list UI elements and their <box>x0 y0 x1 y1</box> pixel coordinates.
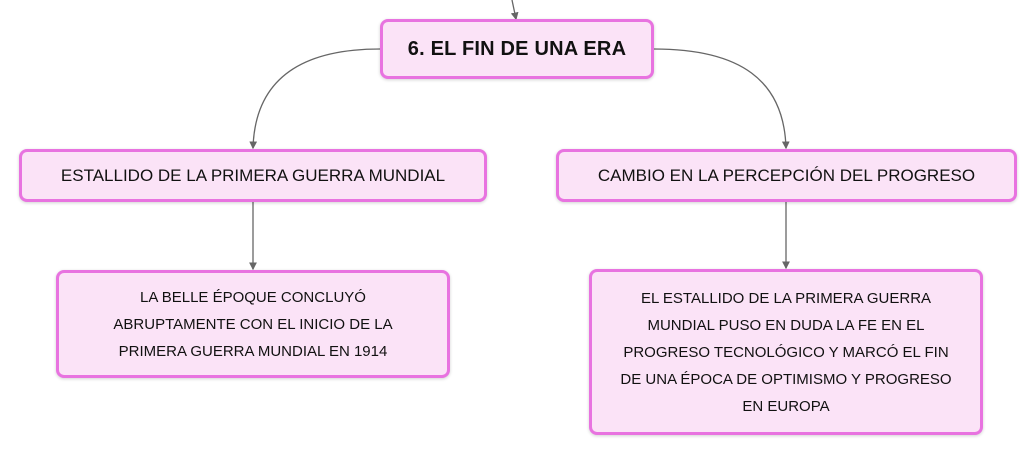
root-to-right-branch-connector <box>653 48 790 150</box>
root-to-left-branch-connector <box>249 48 381 150</box>
root-topic-label: 6. EL FIN DE UNA ERA <box>407 37 627 60</box>
leaf-node-faith-in-progress[interactable]: EL ESTALLIDO DE LA PRIMERA GUERRA MUNDIA… <box>589 269 983 435</box>
leaf-text: LA BELLE ÉPOQUE CONCLUYÓ ABRUPTAMENTE CO… <box>113 288 393 360</box>
root-topic-node[interactable]: 6. EL FIN DE UNA ERA <box>380 19 654 79</box>
branch-label: CAMBIO EN LA PERCEPCIÓN DEL PROGRESO <box>597 165 976 185</box>
branch-node-perception-of-progress[interactable]: CAMBIO EN LA PERCEPCIÓN DEL PROGRESO <box>556 149 1017 202</box>
branch-node-outbreak-ww1[interactable]: ESTALLIDO DE LA PRIMERA GUERRA MUNDIAL <box>19 149 487 202</box>
leaf-node-belle-epoque-end[interactable]: LA BELLE ÉPOQUE CONCLUYÓ ABRUPTAMENTE CO… <box>56 270 450 378</box>
incoming-connector <box>510 0 519 21</box>
leaf-text: EL ESTALLIDO DE LA PRIMERA GUERRA MUNDIA… <box>620 289 952 415</box>
branch-label: ESTALLIDO DE LA PRIMERA GUERRA MUNDIAL <box>60 165 446 185</box>
